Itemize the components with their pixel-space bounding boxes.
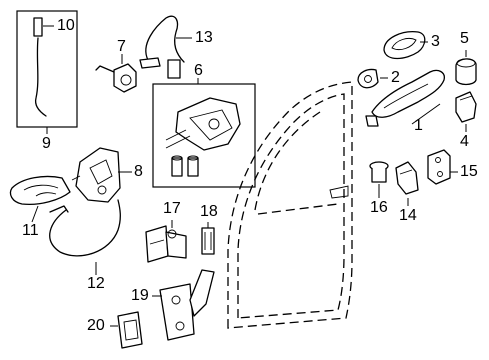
- release-cable: [49, 199, 121, 257]
- door-hinge: [145, 225, 187, 263]
- handle-insert: [357, 68, 379, 89]
- handle-escutcheon: [383, 31, 426, 60]
- leader-11: [31, 205, 39, 223]
- weatherstrip-bracket: [201, 227, 215, 255]
- callout-2[interactable]: 2: [391, 69, 400, 86]
- handle-cap: [455, 91, 477, 123]
- latch-assembly-box: [152, 83, 256, 188]
- lock-cylinder-cap: [455, 58, 477, 86]
- callout-17[interactable]: 17: [163, 200, 181, 217]
- callout-1[interactable]: 1: [414, 117, 423, 134]
- callout-6[interactable]: 6: [194, 62, 203, 79]
- callout-9[interactable]: 9: [42, 135, 51, 152]
- door-latch: [71, 147, 121, 203]
- grommet: [369, 161, 389, 183]
- callout-14[interactable]: 14: [399, 207, 417, 224]
- callout-8[interactable]: 8: [134, 163, 143, 180]
- callout-18[interactable]: 18: [200, 203, 218, 220]
- door-shell: [227, 81, 353, 329]
- callout-4[interactable]: 4: [460, 133, 469, 150]
- callout-7[interactable]: 7: [117, 38, 126, 55]
- door-check: [159, 269, 215, 341]
- striker-plate: [427, 149, 451, 185]
- callout-15[interactable]: 15: [460, 163, 478, 180]
- callout-16[interactable]: 16: [370, 199, 388, 216]
- callout-10[interactable]: 10: [57, 17, 75, 34]
- inside-door-handle: [9, 175, 71, 206]
- callout-13[interactable]: 13: [195, 29, 213, 46]
- callout-5[interactable]: 5: [460, 30, 469, 47]
- outside-door-handle: [365, 69, 445, 127]
- callout-12[interactable]: 12: [87, 275, 105, 292]
- callout-20[interactable]: 20: [87, 317, 105, 334]
- actuating-cable: [139, 15, 185, 79]
- check-bracket: [117, 311, 143, 349]
- door-striker: [395, 161, 419, 195]
- callout-11[interactable]: 11: [22, 222, 39, 239]
- lock-actuator: [95, 63, 137, 93]
- callout-3[interactable]: 3: [431, 33, 440, 50]
- callout-19[interactable]: 19: [131, 287, 149, 304]
- leader-1: [411, 103, 441, 125]
